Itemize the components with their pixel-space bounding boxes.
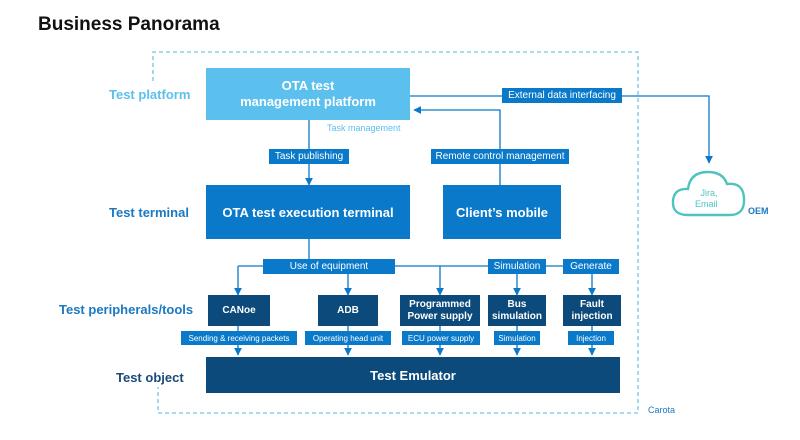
fault-line1: Fault — [580, 298, 604, 310]
ecu-power-supply-tag: ECU power supply — [402, 331, 480, 345]
cloud-line2: Email — [695, 199, 718, 209]
ota-management-platform-box: OTA test management platform — [206, 68, 410, 120]
bus-simulation-box: Bus simulation — [488, 295, 546, 326]
injection-tag: Injection — [568, 331, 614, 345]
bus-line2: simulation — [491, 310, 542, 322]
adb-box: ADB — [318, 295, 378, 326]
cloud-line1: Jira, — [700, 188, 718, 198]
use-of-equipment-tag: Use of equipment — [263, 259, 395, 274]
page-title: Business Panorama — [38, 14, 220, 35]
execution-terminal-box: OTA test execution terminal — [206, 185, 410, 239]
oem-label: OEM — [748, 206, 769, 216]
row-label-terminal: Test terminal — [109, 205, 189, 220]
task-publishing-tag: Task publishing — [269, 149, 349, 164]
fault-injection-box: Fault injection — [563, 295, 621, 326]
test-emulator-box: Test Emulator — [206, 357, 620, 393]
row-label-platform: Test platform — [109, 87, 191, 102]
power-line1: Programmed — [409, 298, 471, 310]
power-supply-box: Programmed Power supply — [400, 295, 480, 326]
carota-boundary — [152, 51, 639, 414]
cloud-icon — [671, 170, 746, 217]
simulation-tag: Simulation — [488, 259, 546, 274]
clients-mobile-box: Client’s mobile — [443, 185, 561, 239]
simulation-small-tag: Simulation — [494, 331, 540, 345]
row-label-peripherals: Test peripherals/tools — [59, 302, 194, 317]
remote-control-tag: Remote control management — [431, 149, 569, 164]
row-label-object: Test object — [116, 370, 184, 385]
bus-line1: Bus — [507, 298, 527, 310]
remote-control-line — [413, 106, 501, 185]
power-line2: Power supply — [407, 310, 473, 322]
sending-receiving-tag: Sending & receiving packets — [181, 331, 297, 345]
canoe-box: CANoe — [208, 295, 270, 326]
ota-platform-line2: management platform — [240, 94, 376, 109]
carota-label: Carota — [648, 405, 676, 415]
fault-line2: injection — [571, 310, 613, 322]
operating-head-unit-tag: Operating head unit — [305, 331, 391, 345]
ota-platform-line1: OTA test — [281, 78, 335, 93]
external-data-tag: External data interfacing — [502, 88, 622, 103]
generate-tag: Generate — [563, 259, 619, 274]
task-management-label: Task management — [327, 123, 401, 133]
